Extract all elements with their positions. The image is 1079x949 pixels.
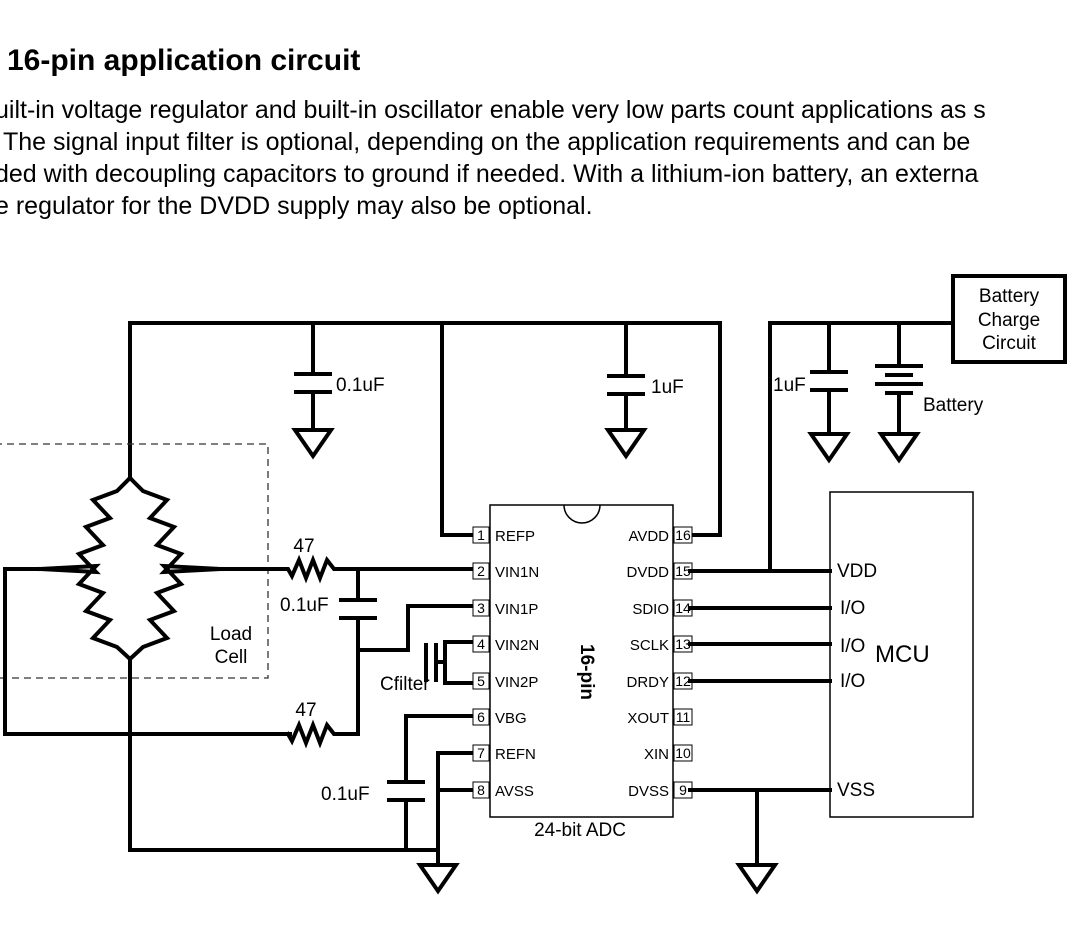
cap-top-left-label: 0.1uF [336,375,385,396]
ground-icon [735,863,779,895]
pin-number-box [472,599,490,617]
cap-supply-label: 1uF [773,375,806,396]
capacitor-top-right [604,321,648,460]
pin-number: 3 [477,600,485,616]
paragraph-line: The signal input filter is optional, dep… [3,128,971,156]
pin-number-box [472,672,490,690]
chip-package-label: 16-pin [576,644,597,700]
pin-number: 12 [675,673,691,689]
ground-icon [416,863,460,895]
pin-number-box [673,708,693,726]
res-top-label: 47 [293,536,314,557]
pin-name: DVDD [626,564,669,581]
res-bottom-label: 47 [295,700,316,721]
pin-name: DVSS [628,783,669,800]
pin-number-box [472,562,490,580]
cap-top-right-label: 1uF [651,377,684,398]
pin-number-box [472,635,490,653]
load-cell-label-line2: Cell [215,647,248,668]
pin-name: VIN2P [495,674,538,691]
bridge-left-wire [3,567,292,736]
pins-right: 16 AVDD 15 DVDD 14 SDIO 13 SCLK 12 DRDY 11 XOUT 10 XI… [626,526,693,800]
load-cell-label-line1: Load [210,624,252,645]
ground-icon [877,432,921,464]
resistor-top [219,554,474,584]
avdd-rail [128,321,722,537]
pin-number-box [472,744,490,762]
pin-number: 14 [675,600,691,616]
mcu-pin-io: I/O [840,671,865,692]
pin-number: 8 [477,782,485,798]
pin-number: 1 [477,527,485,543]
mcu-label: MCU [875,641,930,668]
pin-number-box [472,708,490,726]
pin-number: 5 [477,673,485,689]
pin-name: REFN [495,746,536,763]
mcu-pin-io: I/O [840,636,865,657]
heading: 16-pin application circuit [7,44,361,77]
pin-number-box [472,781,490,799]
pin-name: VIN2N [495,637,539,654]
adc-chip [489,504,674,818]
pin-number: 6 [477,709,485,725]
pin-name: AVSS [495,783,534,800]
capacitor-vbg [387,714,474,852]
pin-name: VIN1P [495,601,538,618]
pin-number: 11 [676,709,691,725]
pin-number-box [472,526,490,544]
pin-number: 15 [675,563,691,579]
pin-name: AVDD [628,528,669,545]
mcu-pin-vdd: VDD [837,561,877,582]
ground-icon [604,428,648,460]
mcu-pin-io: I/O [840,598,865,619]
pin-number: 16 [675,527,691,543]
paragraph-line: ded with decoupling capacitors to ground… [0,160,979,188]
chip-name-label: 24-bit ADC [534,820,626,841]
pin-name: XOUT [627,710,669,727]
load-cell-bridge [37,475,224,662]
pin-number: 4 [477,636,485,652]
cap-input-label: 0.1uF [280,595,329,616]
pin-name: VIN1N [495,564,539,581]
pin-name: DRDY [626,674,669,691]
load-cell-box [0,443,269,679]
paragraph-line: e regulator for the DVDD supply may also… [0,192,593,220]
pin-number: 2 [477,563,485,579]
pin-number: 10 [675,745,691,761]
pin-number: 9 [679,782,687,798]
mcu-connections [688,569,832,895]
pin-number: 13 [675,636,691,652]
cap-filter-label: Cfilter [380,674,430,695]
pin-name: SCLK [630,637,669,654]
charge-circuit-line1: Battery [979,286,1040,307]
capacitor-filter [424,640,474,685]
capacitor-top-left [291,321,335,460]
pin-name: SDIO [632,601,669,618]
pin-number: 7 [477,745,485,761]
capacitor-input [339,567,474,736]
mcu-block [829,491,974,818]
paragraph-line: uilt-in voltage regulator and built-in o… [0,96,986,124]
pin-name: VBG [495,710,527,727]
resistor-bottom [285,719,360,749]
charge-circuit-line3: Circuit [982,333,1037,354]
pin-name: XIN [644,746,669,763]
ground-icon [807,432,851,464]
battery-label: Battery [923,395,984,416]
dvdd-supply [688,321,955,573]
battery-charge-circuit-box [951,274,1067,364]
pin-name: REFP [495,528,535,545]
ground-icon [291,428,335,460]
mcu-pin-vss: VSS [837,780,875,801]
pin-number-box [673,526,693,544]
bridge-bottom-wire [128,657,440,852]
charge-circuit-line2: Charge [978,310,1040,331]
cap-vbg-label: 0.1uF [321,784,370,805]
pin-number-box [673,744,693,762]
avss-ground [416,751,474,895]
